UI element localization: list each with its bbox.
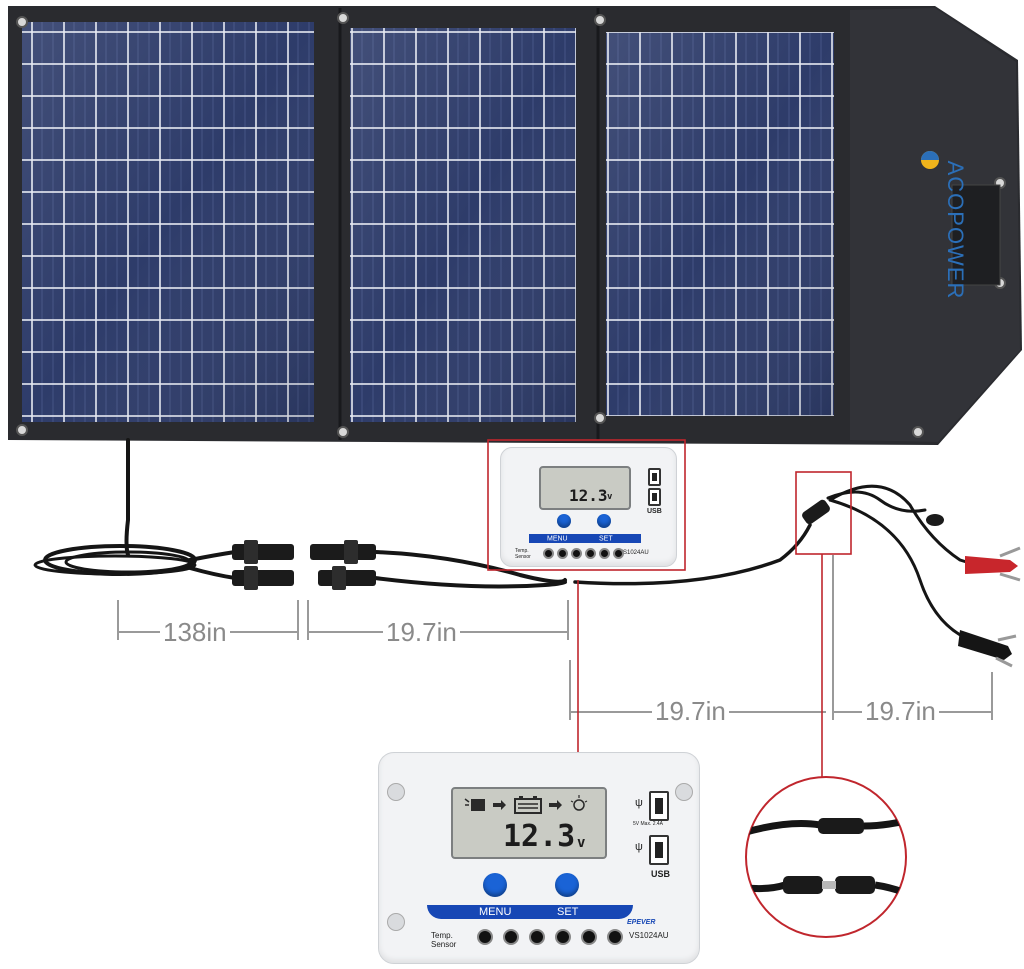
controller-small-usb-label: USB <box>647 508 662 515</box>
connector-zoom-circle <box>745 776 907 938</box>
controller-small-menu-button <box>557 514 571 528</box>
dimension-label-panel-cable: 138in <box>160 617 230 647</box>
terminal-icon <box>543 548 554 559</box>
mounting-hole-icon <box>675 783 693 801</box>
controller-small-temp-sensor-label: Temp. Sensor <box>515 548 531 560</box>
sae-connector <box>802 499 830 525</box>
mounting-hole-icon <box>387 913 405 931</box>
controller-small-set-label: SET <box>599 535 613 542</box>
controller-large-brand: EPEVER <box>627 919 656 926</box>
dimension-label-clamp-cable: 19.7in <box>862 696 939 726</box>
terminal-icon <box>599 548 610 559</box>
terminal-icon <box>503 929 519 945</box>
brand-logo: ACOPOWER <box>935 150 975 310</box>
controller-large-voltage: 12.3 <box>503 819 576 854</box>
controller-large-set-label: SET <box>557 906 579 918</box>
controller-large-lcd: 12.3 v <box>451 787 607 859</box>
controller-large-usb-port-1 <box>649 791 669 821</box>
terminal-icon <box>585 548 596 559</box>
dimension-label-extension-cable: 19.7in <box>383 617 460 647</box>
controller-small-model: VS1024AU <box>619 550 649 556</box>
controller-large-set-button <box>555 873 579 897</box>
controller-small-lcd: 12.3 v <box>539 466 631 510</box>
terminal-icon <box>557 548 568 559</box>
connector-callout-box <box>795 471 852 555</box>
battery-clamps <box>926 514 1021 668</box>
controller-small-usb-port-1 <box>648 468 661 486</box>
controller-small-voltage: 12.3 <box>569 486 608 505</box>
controller-large-model: VS1024AU <box>629 931 669 940</box>
controller-large-menu-button <box>483 873 507 897</box>
controller-small-set-button <box>597 514 611 528</box>
arrow-right-icon <box>493 800 506 810</box>
controller-small-voltage-unit: v <box>607 492 613 502</box>
velcro-strap <box>951 184 1001 286</box>
mc4-connectors <box>232 540 376 590</box>
dimension-label-controller-cable: 19.7in <box>652 696 729 726</box>
usb-icon: ψ <box>635 841 643 853</box>
arrow-right-icon <box>549 800 562 810</box>
controller-large-usb-label: USB <box>651 869 671 879</box>
usb-icon: ψ <box>635 797 643 809</box>
terminal-icon <box>607 929 623 945</box>
terminal-icon <box>613 548 624 559</box>
battery-icon <box>514 796 542 814</box>
controller-small-menu-label: MENU <box>547 535 568 542</box>
callouts <box>487 439 907 938</box>
controller-large-temp-sensor-label: Temp. Sensor <box>431 931 457 949</box>
charge-controller-large: 12.3 v MENU SET EPEVER VS1024AU ψ ψ 5V M… <box>378 752 700 964</box>
controller-small-label-strip: MENU SET <box>529 534 641 543</box>
mounting-hole-icon <box>387 783 405 801</box>
terminal-icon <box>581 929 597 945</box>
solar-icon <box>464 798 485 811</box>
terminal-icon <box>477 929 493 945</box>
terminal-icon <box>529 929 545 945</box>
solar-panel <box>8 6 1022 445</box>
terminal-icon <box>555 929 571 945</box>
terminal-icon <box>571 548 582 559</box>
controller-large-usb-port-2 <box>649 835 669 865</box>
charge-controller-small: 12.3 v MENU SET USB VS1024AU Temp. Senso… <box>500 447 677 567</box>
controller-large-label-strip: MENU SET <box>427 905 633 919</box>
controller-callout-box <box>487 439 686 571</box>
lightbulb-icon <box>570 795 588 811</box>
brand-logo-text: ACOPOWER <box>943 160 968 300</box>
controller-large-voltage-unit: v <box>577 835 586 851</box>
controller-large-usb-rating: 5V Max. 2.4A <box>633 821 664 827</box>
lcd-status-icons <box>464 795 588 814</box>
controller-large-menu-label: MENU <box>479 906 512 918</box>
controller-small-usb-port-2 <box>648 488 661 506</box>
